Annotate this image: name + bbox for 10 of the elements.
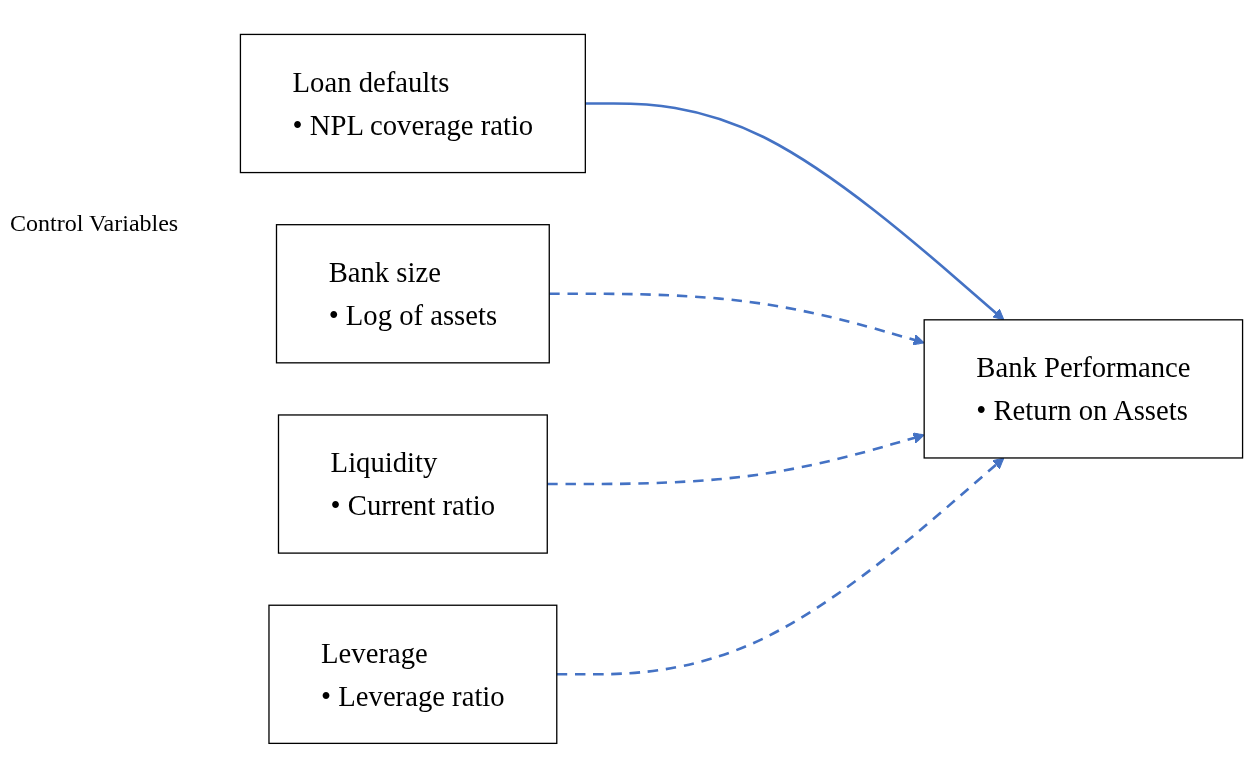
node-box: Loan defaults • NPL coverage ratio [239, 33, 586, 174]
note-text: Control Variables [10, 210, 180, 237]
arrow [585, 102, 1005, 321]
node-box: Bank Performance • Return on Assets [923, 319, 1244, 459]
arrow [547, 432, 925, 486]
arrow [556, 457, 1005, 676]
node-box: Leverage • Leverage ratio [268, 604, 558, 745]
arrow [549, 292, 925, 346]
node-box: Bank size • Log of assets [275, 224, 550, 364]
node-box: Liquidity • Current ratio [277, 414, 548, 554]
